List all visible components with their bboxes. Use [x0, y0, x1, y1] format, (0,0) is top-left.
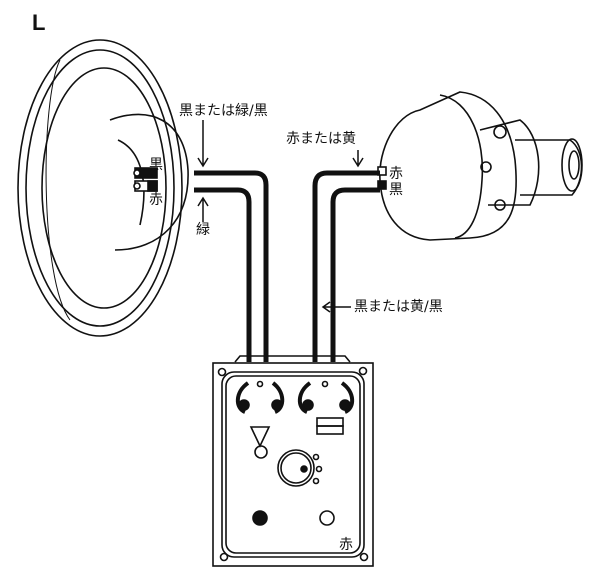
crossover-network-box [212, 355, 374, 567]
tweeter-terminal-top-label: 赤 [389, 166, 403, 182]
woofer-upper-wire-label: 黒または緑/黒 [179, 103, 268, 119]
woofer-speaker [17, 39, 189, 337]
woofer-terminal-top-label: 黒 [149, 157, 163, 173]
woofer-terminal-bottom-label: 赤 [149, 192, 163, 208]
label-arrows [197, 120, 364, 313]
tweeter-speaker [377, 91, 583, 241]
channel-label: L [32, 10, 46, 35]
tweeter-lower-wire-label: 黒または黄/黒 [354, 299, 443, 315]
woofer-lower-wire-label: 緑 [196, 222, 210, 238]
tweeter-upper-wire-label: 赤または黄 [286, 131, 356, 147]
network-corner-label: 赤 [339, 537, 353, 553]
connection-wires [194, 170, 380, 362]
tweeter-terminal-bottom-label: 黒 [389, 182, 403, 198]
